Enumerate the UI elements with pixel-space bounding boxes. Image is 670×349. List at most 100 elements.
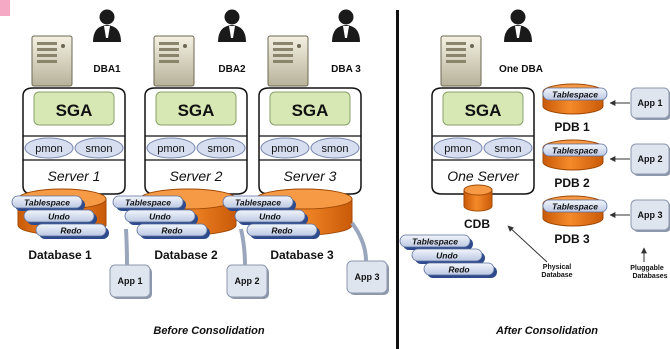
dba-name: DBA1: [93, 64, 121, 75]
dba-person-icon: [93, 9, 121, 42]
datafile-label: Redo: [161, 226, 182, 236]
datafile-pill: [124, 209, 196, 223]
process-label: pmon: [35, 143, 63, 155]
tower-slot: [446, 54, 466, 57]
sga-label: SGA: [56, 101, 93, 120]
dba-head: [99, 9, 115, 25]
tower-led: [470, 44, 474, 48]
datafile-label: Undo: [149, 212, 171, 222]
dba-person-icon: [218, 9, 246, 42]
physical-label: Physical: [543, 264, 571, 271]
pluggable-label: Databases: [632, 273, 667, 280]
datafile-pill: [246, 223, 318, 237]
pdb-tablespace: Tablespace: [542, 199, 608, 213]
datafile-pill: [35, 223, 107, 237]
tower-slot: [159, 54, 179, 57]
sga-box: [269, 91, 351, 126]
app-label: App 3: [637, 210, 662, 220]
server-tower-icon: [153, 35, 195, 87]
physical-arrow: [507, 225, 548, 263]
process-ellipse: [483, 137, 533, 159]
caption-before: Before Consolidation: [153, 325, 265, 337]
database-name: Database 1: [28, 248, 92, 262]
pdb-tablespace-label: Tablespace: [552, 90, 598, 100]
datafile-label: Undo: [48, 212, 70, 222]
server-outline: [258, 87, 362, 195]
tower-slot: [37, 48, 57, 51]
process-label: pmon: [157, 143, 185, 155]
process-label: smon: [208, 143, 235, 155]
dba-name: DBA2: [218, 64, 246, 75]
tower-slot: [273, 54, 293, 57]
app-label: App 1: [117, 276, 142, 286]
dba-head: [224, 9, 240, 25]
dba-person-icon: [504, 9, 532, 42]
tower-slot: [159, 60, 179, 63]
dba-collar: [343, 26, 349, 38]
tower-slot: [159, 42, 179, 45]
dba-person-icon: [332, 9, 360, 42]
tower-slot: [37, 60, 57, 63]
app-rect: [630, 199, 670, 231]
app-label: App 3: [354, 272, 379, 282]
datafile-label: Undo: [436, 251, 458, 261]
datafile-pill: [411, 248, 483, 262]
process-label: smon: [322, 143, 349, 155]
database-name: Database 3: [270, 248, 334, 262]
datafile-pill: [11, 195, 83, 209]
process-ellipse: [310, 137, 360, 159]
datafile-label: Tablespace: [125, 198, 171, 208]
app-label: App 2: [234, 276, 259, 286]
database-cylinder: [463, 184, 493, 212]
sga-box: [33, 91, 115, 126]
tower-slot: [446, 48, 466, 51]
pdb-tablespace-pill: [542, 199, 608, 213]
datafile-label: Redo: [271, 226, 292, 236]
app-box: App 3: [630, 199, 670, 232]
pdb-tablespace-pill: [542, 87, 608, 101]
app-box: App 1: [630, 87, 670, 120]
process-ellipse: [260, 137, 310, 159]
process-ellipse: [24, 137, 74, 159]
server-name: Server 1: [48, 168, 101, 184]
tower-slot: [273, 48, 293, 51]
server-outline: [431, 87, 535, 195]
dba-collar: [515, 26, 521, 38]
process-ellipse: [196, 137, 246, 159]
datafile-pill: [423, 262, 495, 276]
app-arrow: [350, 221, 368, 262]
dba-collar: [104, 26, 110, 38]
process-ellipse: [146, 137, 196, 159]
server-name: One Server: [447, 168, 520, 184]
datafile-pill: [399, 234, 471, 248]
process-label: pmon: [271, 143, 299, 155]
caption-after: After Consolidation: [495, 325, 598, 337]
process-label: smon: [86, 143, 113, 155]
app-rect: [630, 143, 670, 175]
pluggable-label: Pluggable: [630, 265, 664, 272]
app-rect: [109, 264, 151, 298]
datafile-label: Redo: [60, 226, 81, 236]
dba-collar: [229, 26, 235, 38]
tower-slot: [159, 48, 179, 51]
tower-slot: [273, 42, 293, 45]
sga-label: SGA: [465, 101, 502, 120]
cylinder-body: [463, 189, 493, 212]
app-box: App 3: [346, 260, 389, 295]
datafile-pill: [112, 195, 184, 209]
server-tower-icon: [440, 35, 482, 87]
pdb-tablespace: Tablespace: [542, 143, 608, 157]
datafile-pill: [136, 223, 208, 237]
tower-slot: [273, 60, 293, 63]
pdb-name: PDB 3: [554, 232, 590, 246]
tower-slot: [37, 54, 57, 57]
app-label: App 2: [637, 154, 662, 164]
datafile-label: Tablespace: [412, 237, 458, 247]
datafile-label: Redo: [448, 265, 469, 275]
